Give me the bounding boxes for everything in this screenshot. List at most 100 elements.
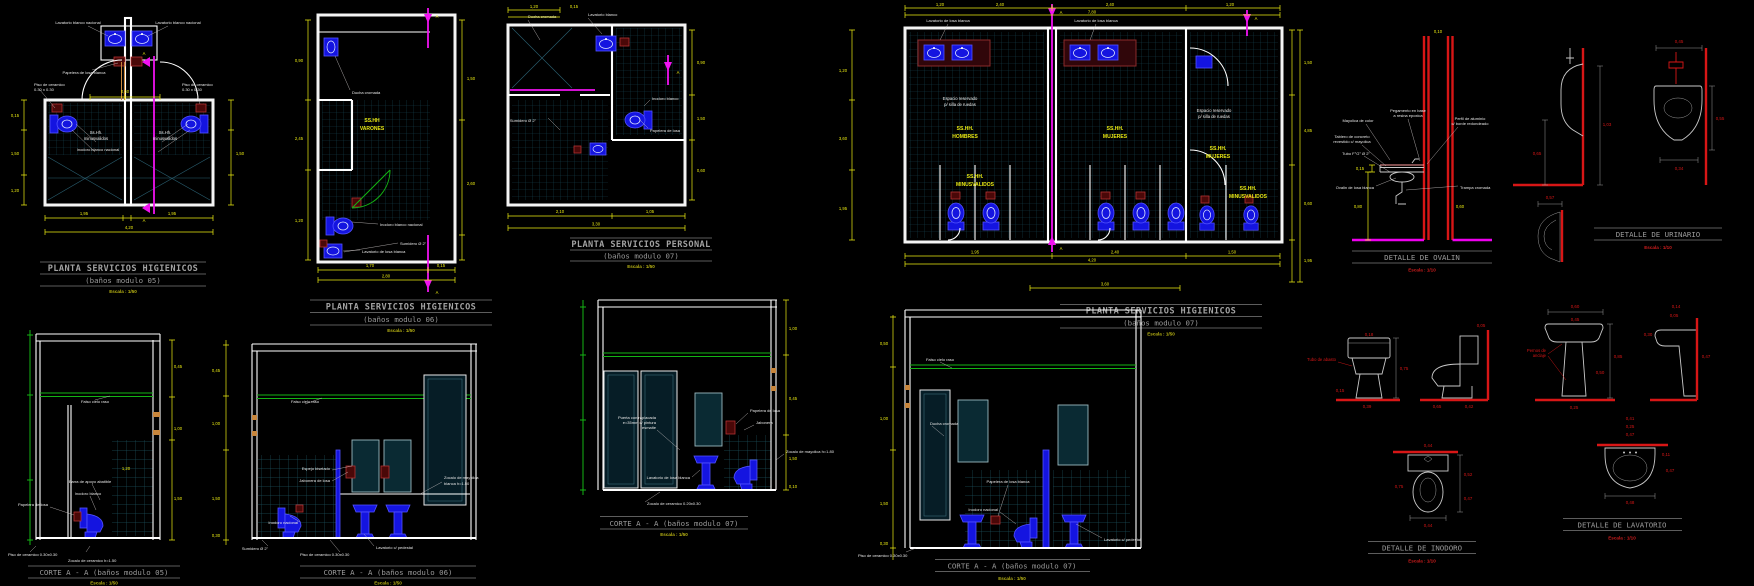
dim-label: 0,10 bbox=[789, 484, 798, 489]
cut-marker-a: A A bbox=[142, 51, 150, 223]
detail-inodoro-scale: Escala : 1/10 bbox=[1408, 559, 1436, 564]
dim-label: 0,25 bbox=[1626, 424, 1635, 429]
label-inodoro: Inodoro nacional bbox=[268, 520, 298, 525]
label-lavatorio: Lavatorio c/ pedestal bbox=[1104, 537, 1141, 542]
detail-inodoro-titleblock: DETALLE DE INODORO Escala : 1/10 bbox=[1368, 541, 1476, 564]
dim-label: 0,45 bbox=[789, 396, 798, 401]
room-label: MINUSVALIDOS bbox=[1229, 194, 1268, 200]
dim-label: 0,80 bbox=[1354, 204, 1363, 209]
plan-07-title: PLANTA SERVICIOS PERSONAL bbox=[571, 240, 710, 250]
label-pegamento: Pegamento en base bbox=[1390, 108, 1427, 113]
dim-label: 0,60 bbox=[1571, 304, 1580, 309]
dim-label: 0,50 bbox=[1596, 370, 1605, 375]
cut-letter: A bbox=[436, 290, 439, 295]
detail-ovalin-title: DETALLE DE OVALIN bbox=[1384, 253, 1460, 262]
room-note: Espacio reservado bbox=[1197, 108, 1232, 113]
label-ovalin: Ovalin de losa blanca bbox=[1336, 185, 1375, 190]
cut-marker-a: A A bbox=[424, 14, 439, 295]
dim-label: 1,95 bbox=[1304, 258, 1313, 263]
dim-label: 0,47 bbox=[1666, 468, 1675, 473]
plan-06-titleblock: PLANTA SERVICIOS HIGIENICOS (baños modul… bbox=[310, 299, 492, 333]
section-07b-title: CORTE A - A (baños modulo 07) bbox=[947, 562, 1076, 571]
label-sumidero: Sumidero Ø 2" bbox=[400, 241, 427, 246]
dim-label: 0,14 bbox=[1672, 304, 1681, 309]
label-jabonera: Jabonera bbox=[756, 420, 773, 425]
dim-label: 0,47 bbox=[1626, 432, 1635, 437]
section-06-scale: Escala : 1/50 bbox=[374, 581, 402, 586]
dim-label: 1,95 bbox=[971, 250, 980, 255]
plan-05-titleblock: PLANTA SERVICIOS HIGIENICOS (baños modul… bbox=[40, 261, 206, 294]
label-pernos: anclaje bbox=[1533, 353, 1547, 358]
room-label: SS.HH. bbox=[1107, 126, 1124, 132]
cut-letter: A bbox=[1255, 16, 1258, 21]
label-lavatorio: Lavatorio de losa blanca bbox=[362, 249, 406, 254]
dim-label: 1,50 bbox=[212, 496, 221, 501]
dim-label: 0,10 bbox=[1434, 29, 1443, 34]
room-label: SS.HH. bbox=[967, 174, 984, 180]
dimension-lines bbox=[1365, 164, 1375, 241]
dim-label: 1,50 bbox=[174, 496, 183, 501]
dim-label: 1,20 bbox=[530, 4, 539, 9]
dim-label: 0,45 bbox=[1571, 317, 1580, 322]
plan-07b-titleblock: PLANTA SERVICIOS HIGIENICOS (baños modul… bbox=[1060, 304, 1262, 337]
label-lavatorio: Lavatorio c/ pedestal bbox=[376, 545, 413, 550]
section-05-title: CORTE A - A (baños modulo 05) bbox=[39, 568, 168, 577]
detail-ovalin: 0,15 0,80 0,60 0,10 Mayolica de color Ta… bbox=[1333, 29, 1492, 273]
dim-label: 0,75 bbox=[1400, 366, 1409, 371]
plan-07-subtitle: (baños modulo 07) bbox=[603, 252, 679, 261]
plan-06-subtitle: (baños modulo 06) bbox=[363, 315, 439, 324]
plan-07-scale: Escala : 1/50 bbox=[627, 264, 655, 269]
dim-label: 0,15 bbox=[570, 4, 579, 9]
label-tubo: Tubo F°G° Ø 2" bbox=[1342, 151, 1370, 156]
cut-marker-a: A bbox=[664, 62, 680, 75]
dim-label: 1,95 bbox=[168, 211, 177, 216]
label-cielo: Falso cielo raso bbox=[926, 357, 955, 362]
dim-label: 0,42 bbox=[1465, 404, 1474, 409]
label-piso: 0.30 x 0.30 bbox=[182, 87, 203, 92]
label-puerta: esmalte bbox=[642, 425, 657, 430]
plan-07-main: A A A SS.HH. HOMBRES SS.HH. MUJERES SS.H… bbox=[839, 2, 1313, 337]
cut-letter: A bbox=[1060, 246, 1063, 251]
label-lavatorio: Lavatorio blanco nacional bbox=[55, 20, 100, 25]
dim-label: 2,40 bbox=[1111, 250, 1120, 255]
section-07: Puerta contraplacada e=35mm c/ pintura e… bbox=[580, 299, 835, 537]
section-05-titleblock: CORTE A - A (baños modulo 05) Escala : 1… bbox=[28, 565, 180, 586]
label-puerta: Puerta contraplacada bbox=[618, 415, 657, 420]
dim-label: 1,05 bbox=[646, 209, 655, 214]
label-papelera: Papelera de losa bbox=[650, 128, 681, 133]
label-pegamento: a resina epoxica bbox=[1393, 113, 1423, 118]
label-mayolica: Mayolica de color bbox=[1342, 118, 1374, 123]
detail-urinario-title: DETALLE DE URINARIO bbox=[1616, 230, 1701, 239]
label-inodoro: Inodoro blanco bbox=[652, 96, 679, 101]
section-06-titleblock: CORTE A - A (baños modulo 06) Escala : 1… bbox=[300, 565, 476, 586]
dim-label: 4,20 bbox=[1088, 258, 1097, 263]
label-tubo-abasto: Tubo de abasto bbox=[1307, 357, 1337, 362]
label-papelera: Papelera de losa bbox=[750, 408, 781, 413]
detail-lavatorio: 0,60 0,45 0,85 0,50 0,25 Pernos de ancla… bbox=[1527, 304, 1711, 541]
label-cielo: Falso cielo raso bbox=[81, 399, 110, 404]
label-trampa: Trampa cromada bbox=[1460, 185, 1491, 190]
label-lavatorio: Lavatorio blanco nacional bbox=[155, 20, 200, 25]
section-05-scale: Escala : 1/50 bbox=[90, 581, 118, 586]
label-zocalo: Zocalo de mayolica h=1.80 bbox=[786, 449, 835, 454]
plan-05-title: PLANTA SERVICIOS HIGIENICOS bbox=[48, 264, 199, 274]
room-label: minusvalidos bbox=[153, 136, 177, 141]
label-zocalo: Zocalo de ceramico h=1.50 bbox=[68, 558, 117, 563]
label-ducha: Ducha cromada bbox=[352, 90, 381, 95]
section-07b: 0,50 1,00 1,50 0,30 Falso cielo raso Duc… bbox=[858, 309, 1142, 581]
dim-label: 0,48 bbox=[1626, 500, 1635, 505]
room-label: HOMBRES bbox=[952, 134, 978, 140]
detail-ovalin-scale: Escala : 1/10 bbox=[1408, 268, 1436, 273]
dim-label: 1,00 bbox=[789, 326, 798, 331]
room-label: MINUSVALIDOS bbox=[956, 182, 995, 188]
label-piso: 0.30 x 0.30 bbox=[34, 87, 55, 92]
dim-label: 0,47 bbox=[1464, 496, 1473, 501]
label-piso: Piso de ceramico 0.30x0.30 bbox=[858, 553, 908, 558]
dim-label: 0,15 bbox=[1356, 166, 1365, 171]
label-inodoro: Inodoro blanco nacional bbox=[77, 147, 120, 152]
label-papelera: Papelera de losa blanca bbox=[63, 70, 107, 75]
dim-label: 1,70 bbox=[366, 263, 375, 268]
dim-label: 1,00 bbox=[212, 421, 221, 426]
